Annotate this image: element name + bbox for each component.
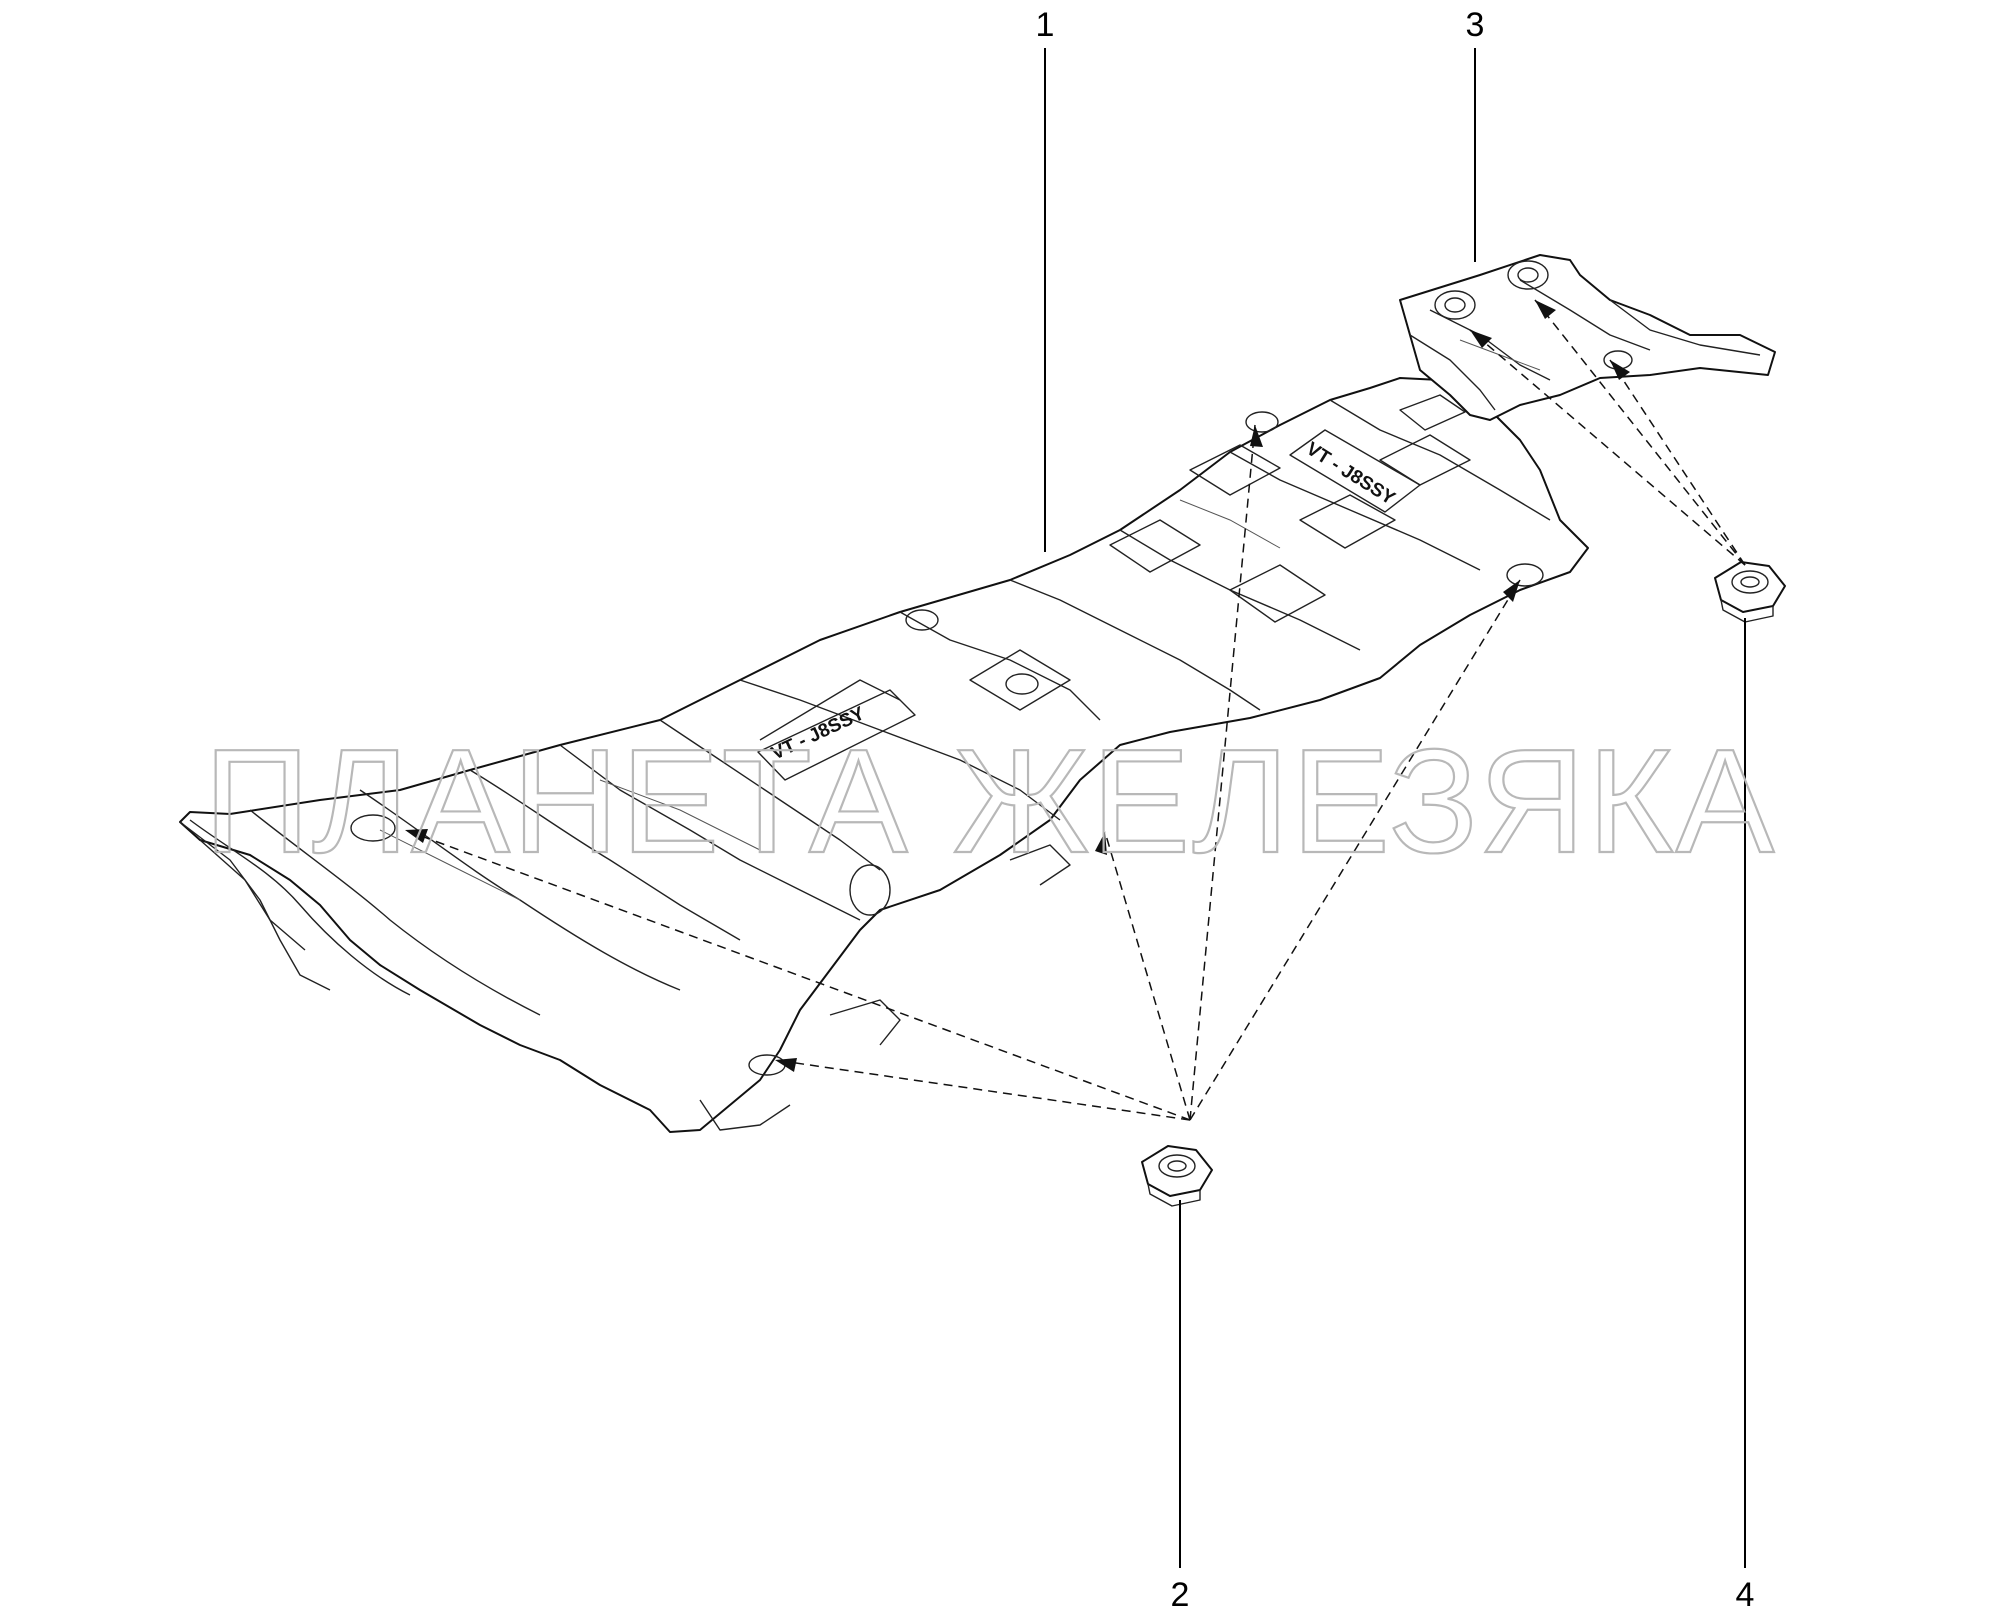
fastener-nut-2 [1141,1145,1213,1207]
assembly-arrowheads [405,300,1630,1072]
callout-4: 4 [1736,1576,1755,1614]
heat-shield-main: VT - J8SSY VT - J8SSY [179,377,1589,1133]
callout-2: 2 [1171,1576,1190,1614]
fastener-nut-4 [1714,561,1786,623]
callout-1: 1 [1036,6,1055,44]
heat-shield-rear [1399,254,1776,421]
leader-lines [1044,48,1746,1568]
watermark-text: ПЛАНЕТА ЖЕЛЕЗЯКА [204,719,1777,884]
callout-3: 3 [1466,6,1485,44]
assembly-dashed-lines [404,299,1746,1121]
